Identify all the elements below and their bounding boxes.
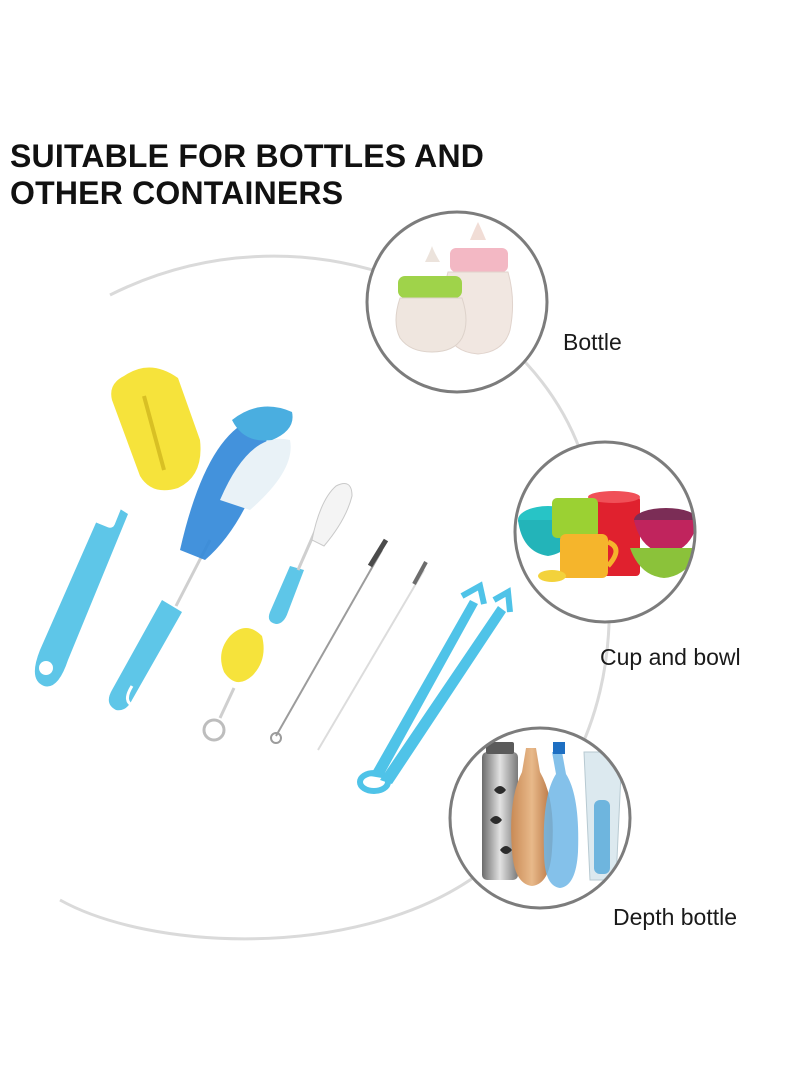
sponge-bottle-brush <box>34 367 201 687</box>
bottle-circle <box>365 210 549 394</box>
nipple-brush <box>202 483 353 742</box>
headline: SUITABLE FOR BOTTLES AND OTHER CONTAINER… <box>10 138 570 212</box>
depth-bottle-label: Depth bottle <box>613 904 737 930</box>
depth-bottles-icon <box>482 742 623 888</box>
bristle-bottle-brush <box>108 406 293 711</box>
straw-brushes <box>270 538 428 751</box>
cup-bowl-circle <box>513 440 697 624</box>
cups-bowls-icon <box>518 491 695 582</box>
baby-bottles-icon <box>395 222 514 355</box>
bottle-label: Bottle <box>563 329 622 355</box>
headline-line-2: OTHER CONTAINERS <box>10 175 344 211</box>
cup-bowl-label: Cup and bowl <box>600 644 741 670</box>
headline-line-1: SUITABLE FOR BOTTLES AND <box>10 138 485 174</box>
depth-bottle-circle <box>448 726 632 910</box>
bottle-tongs <box>357 581 513 794</box>
brush-set <box>34 367 513 794</box>
